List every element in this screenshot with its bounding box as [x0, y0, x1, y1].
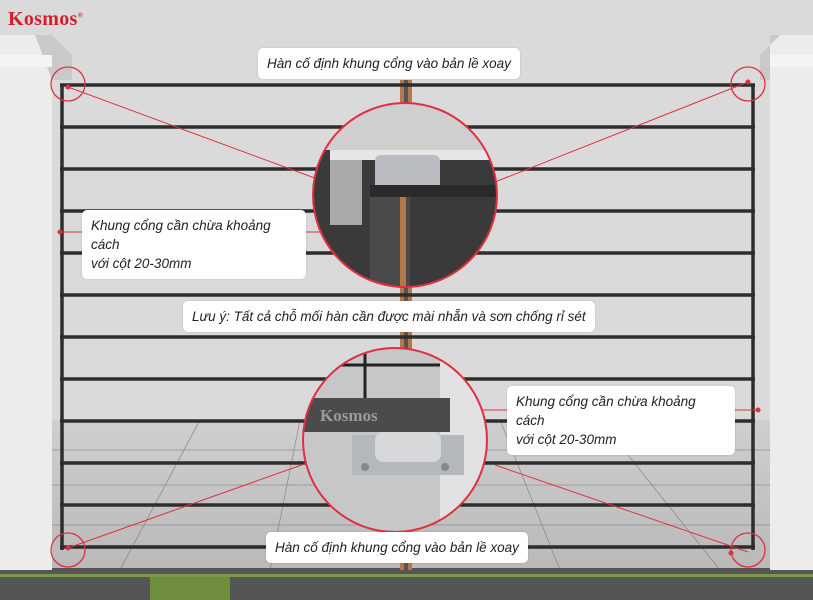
- right-pillar: [760, 35, 813, 570]
- callout-bottom-hinge: Hàn cố định khung cổng vào bản lề xoay: [266, 532, 528, 563]
- brand-logo: Kosmos®: [8, 8, 84, 30]
- left-pillar: [0, 35, 72, 570]
- bottom-hinge-detail: Kosmos: [303, 348, 487, 532]
- detail-logo: Kosmos: [320, 406, 378, 425]
- callout-top-hinge: Hàn cố định khung cổng vào bản lề xoay: [258, 48, 520, 79]
- callout-note: Lưu ý: Tất cả chỗ mối hàn cần được mài n…: [183, 301, 595, 332]
- curb: [0, 568, 813, 600]
- corner-markers: [50, 66, 766, 568]
